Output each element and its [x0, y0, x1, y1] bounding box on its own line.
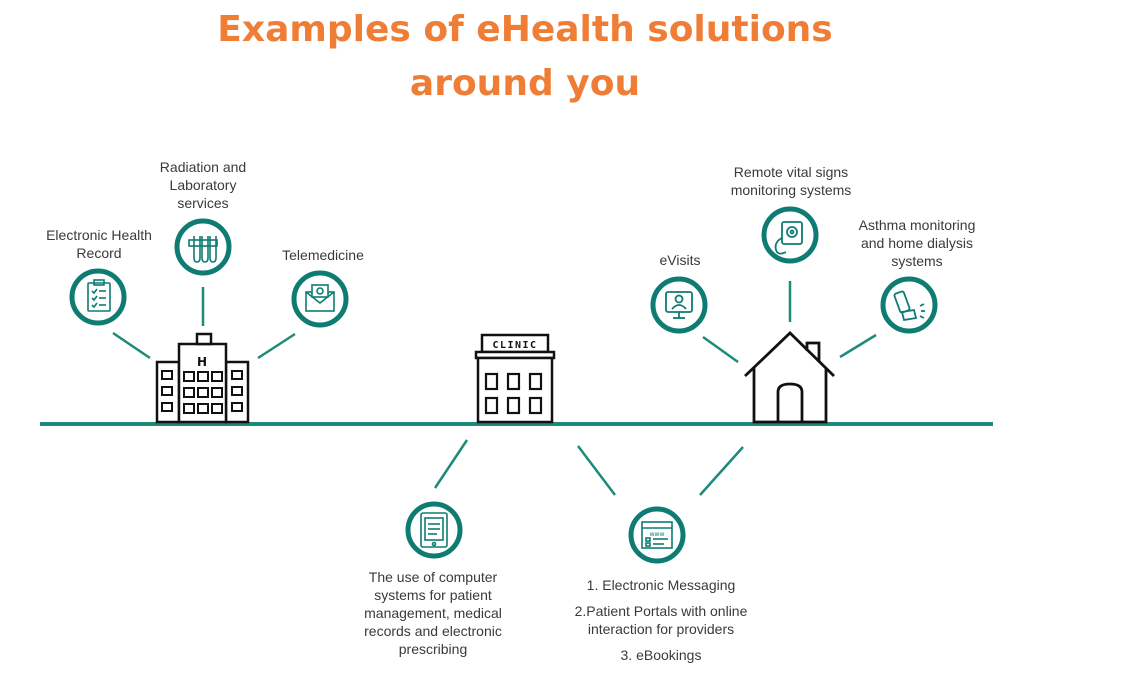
label-ebookings: 3. eBookings: [620, 647, 702, 663]
video-call-icon: [665, 291, 693, 319]
www-label: www: [650, 531, 665, 538]
label-telemedicine: Telemedicine: [282, 247, 364, 263]
label-electronic-health-record: Electronic Health Record: [46, 227, 152, 261]
clipboard-icon: [87, 279, 111, 312]
clinic-sign: CLINIC: [492, 340, 537, 351]
house-icon: [744, 331, 835, 424]
www-browser-icon: [641, 521, 673, 549]
test-tubes-icon: [188, 236, 218, 263]
email-icon: [305, 284, 335, 312]
page-title-line-2: around you: [409, 63, 641, 104]
label-patient-portals: 2.Patient Portals with online interactio…: [574, 603, 748, 637]
inhaler-icon: [893, 290, 925, 322]
blood-pressure-icon: [774, 221, 803, 255]
page-title-line-1: Examples of eHealth solutions: [217, 9, 833, 50]
label-evisits: eVisits: [659, 252, 701, 268]
label-remote-vital-signs: Remote vital signs monitoring systems: [730, 164, 852, 198]
label-radiation-laboratory: Radiation and Laboratory services: [159, 159, 247, 211]
hospital-sign: H: [197, 355, 207, 369]
connector-lines: [112, 281, 877, 496]
clinic-building-icon: [474, 333, 556, 424]
label-electronic-messaging: 1. Electronic Messaging: [586, 577, 736, 593]
tablet-record-icon: [420, 512, 448, 548]
label-asthma-dialysis: Asthma monitoring and home dialysis syst…: [858, 217, 976, 269]
label-computer-systems: The use of computer systems for patient …: [364, 569, 502, 657]
hospital-building-icon: [155, 332, 250, 424]
